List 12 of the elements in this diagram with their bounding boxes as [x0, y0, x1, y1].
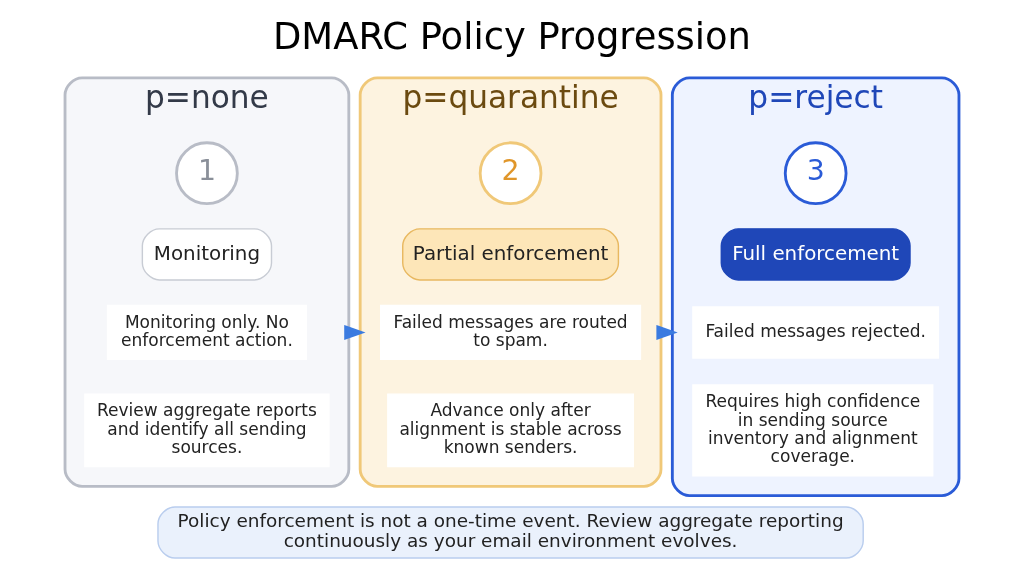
arrow — [656, 324, 678, 340]
node-box: Monitoring — [141, 228, 273, 281]
arrow — [344, 324, 366, 340]
node-box: Policy enforcement is not a one-time event. Review aggregate reporting continuously as your email environment evolves. — [157, 506, 864, 559]
node-box: Advance only after alignment is stable across known senders. — [387, 393, 635, 468]
diagram-title: DMARC Policy Progression — [272, 15, 752, 59]
node-box: Full enforcement — [720, 228, 911, 281]
node-circle: 3 — [783, 141, 848, 206]
node-circle: 1 — [175, 141, 239, 206]
node-circle: 2 — [478, 141, 543, 206]
node-box: Failed messages are routed to spam. — [380, 304, 642, 361]
node-box: Partial enforcement — [402, 228, 620, 281]
